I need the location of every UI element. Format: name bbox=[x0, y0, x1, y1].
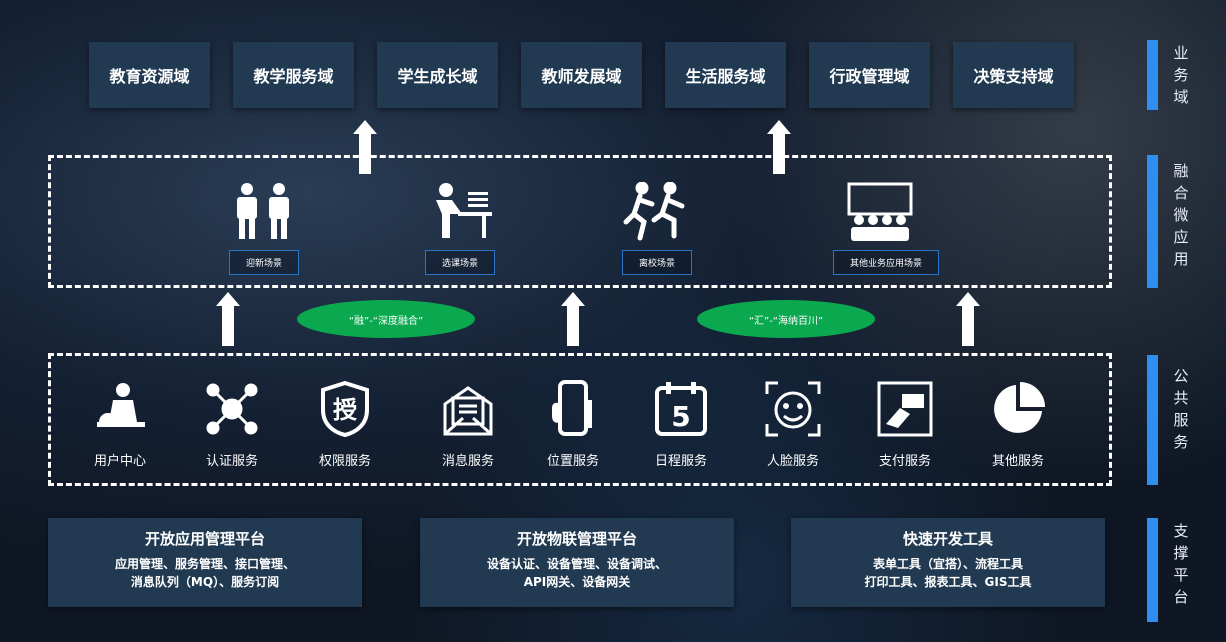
micro-apps-group bbox=[48, 155, 1112, 288]
side-label-business: 业务域 bbox=[1173, 44, 1189, 106]
domain-life-services: 生活服务域 bbox=[665, 42, 786, 108]
face-scan-icon bbox=[765, 381, 821, 437]
domain-student-growth: 学生成长域 bbox=[377, 42, 498, 108]
course-selection-icon bbox=[436, 183, 492, 238]
up-arrow-icon bbox=[956, 292, 980, 346]
scene-other-apps: 其他业务应用场景 bbox=[833, 250, 939, 275]
service-other: 其他服务 bbox=[968, 380, 1068, 469]
platform-open-iot-management: 开放物联管理平台设备认证、设备管理、设备调试、API网关、设备网关 bbox=[420, 518, 734, 607]
side-bar-business bbox=[1147, 40, 1158, 110]
side-bar-micro-apps bbox=[1147, 155, 1158, 288]
up-arrow-icon bbox=[353, 120, 377, 174]
side-bar-public-services bbox=[1147, 355, 1158, 485]
service-authentication: 认证服务 bbox=[182, 380, 282, 469]
service-payment: 支付服务 bbox=[855, 380, 955, 469]
scene-course-selection: 选课场景 bbox=[425, 250, 495, 275]
svg-text:授: 授 bbox=[333, 396, 358, 424]
network-nodes-icon bbox=[206, 383, 258, 435]
phone-hand-icon bbox=[552, 380, 592, 436]
platform-rapid-dev-tools: 快速开发工具表单工具（宜搭）、流程工具打印工具、报表工具、GIS工具 bbox=[791, 518, 1105, 607]
service-message: 消息服务 bbox=[418, 380, 518, 469]
card-payment-icon bbox=[877, 381, 933, 437]
domain-decision-support: 决策支持域 bbox=[953, 42, 1074, 108]
other-apps-meeting-icon bbox=[847, 182, 913, 241]
service-location: 位置服务 bbox=[523, 380, 623, 469]
domain-teaching-services: 教学服务域 bbox=[233, 42, 354, 108]
side-label-public-services: 公共服务 bbox=[1173, 367, 1189, 451]
side-bar-support-platform bbox=[1147, 518, 1158, 622]
user-desk-icon bbox=[97, 383, 145, 427]
domain-teacher-development: 教师发展域 bbox=[521, 42, 642, 108]
calendar-icon: 5 bbox=[655, 382, 707, 436]
public-services-group bbox=[48, 353, 1112, 486]
up-arrow-icon bbox=[561, 292, 585, 346]
domain-administration: 行政管理域 bbox=[809, 42, 930, 108]
pie-chart-icon bbox=[994, 382, 1045, 433]
envelope-icon bbox=[443, 386, 493, 436]
side-label-micro-apps: 融合微应用 bbox=[1173, 162, 1189, 268]
scene-welcome: 迎新场景 bbox=[229, 250, 299, 275]
svg-text:5: 5 bbox=[671, 400, 690, 433]
scene-leaving-school: 离校场景 bbox=[622, 250, 692, 275]
service-user-center: 用户中心 bbox=[70, 380, 170, 469]
up-arrow-icon bbox=[767, 120, 791, 174]
authorize-shield-icon: 授 bbox=[321, 380, 369, 438]
platform-open-app-management: 开放应用管理平台应用管理、服务管理、接口管理、消息队列（MQ）、服务订阅 bbox=[48, 518, 362, 607]
domain-education-resources: 教育资源域 bbox=[89, 42, 210, 108]
side-label-support-platform: 支撑平台 bbox=[1173, 522, 1189, 606]
service-permission: 授权限服务 bbox=[295, 380, 395, 469]
welcome-people-icon bbox=[237, 183, 289, 239]
oval-aggregation: “汇”-“海纳百川” bbox=[697, 300, 875, 338]
service-face: 人脸服务 bbox=[743, 380, 843, 469]
up-arrow-icon bbox=[216, 292, 240, 346]
leaving-school-icon bbox=[623, 182, 685, 241]
oval-fusion: “融”-“深度融合” bbox=[297, 300, 475, 338]
